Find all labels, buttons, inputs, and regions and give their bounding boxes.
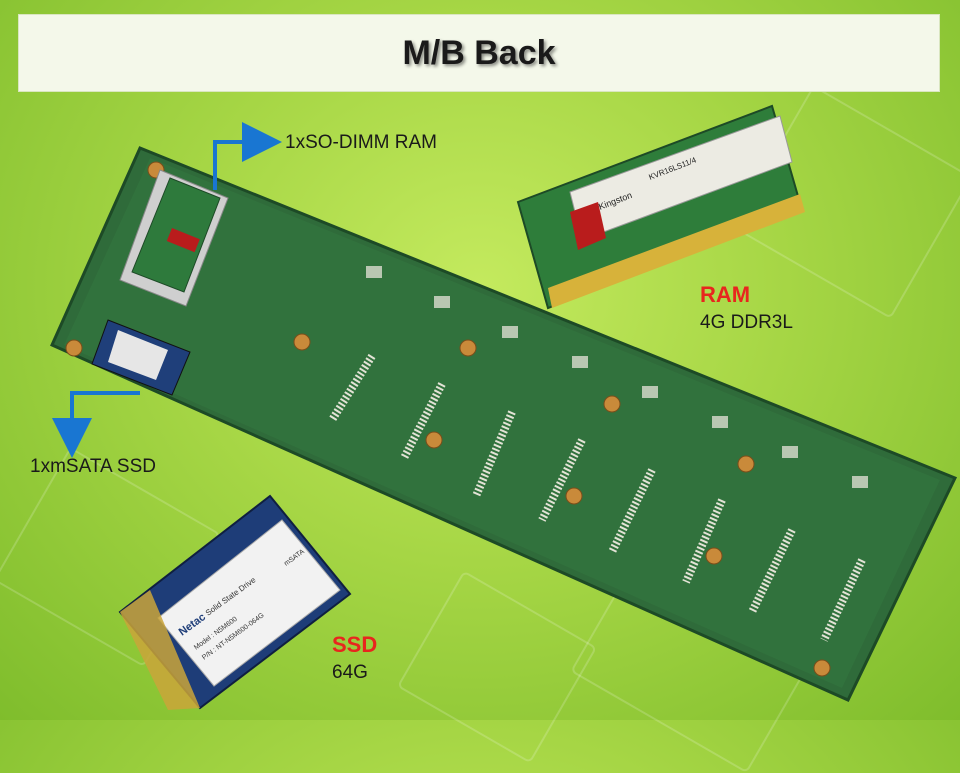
- onboard-msata: [91, 319, 191, 396]
- mounting-hole: [425, 431, 443, 449]
- pad-cluster: [572, 356, 588, 368]
- pin-connectors: [328, 353, 866, 642]
- ssd-label: SSD: [332, 632, 378, 657]
- mounting-holes: [65, 161, 831, 677]
- pad-cluster: [852, 476, 868, 488]
- ssd-module: Netac Solid State Drive Model : N5M600 P…: [118, 494, 352, 710]
- pin-connector: [538, 438, 586, 522]
- ram-spec: 4G DDR3L: [700, 312, 793, 333]
- pad-cluster: [782, 446, 798, 458]
- mounting-hole: [65, 339, 83, 357]
- motherboard: [50, 146, 958, 702]
- pad-cluster: [712, 416, 728, 428]
- msata-callout-label: 1xmSATA SSD: [30, 456, 156, 477]
- mounting-hole: [293, 333, 311, 351]
- mounting-hole: [603, 395, 621, 413]
- pin-connector: [820, 558, 866, 642]
- slide-title: M/B Back: [402, 33, 556, 72]
- ram-module: Kingston KVR16LS11/4: [516, 104, 805, 310]
- sodimm-callout-arrow: [213, 122, 282, 190]
- pin-connector: [328, 353, 376, 423]
- pin-connector: [472, 410, 516, 498]
- pad-clusters: [366, 266, 868, 488]
- pin-connector: [400, 382, 446, 460]
- mounting-hole: [459, 339, 477, 357]
- mounting-hole: [565, 487, 583, 505]
- pin-connector: [748, 528, 796, 614]
- ram-label: RAM: [700, 282, 751, 307]
- mounting-hole: [813, 659, 831, 677]
- pin-connector: [682, 498, 726, 584]
- msata-callout-arrow: [52, 391, 140, 458]
- mounting-hole: [737, 455, 755, 473]
- sodimm-callout-label: 1xSO-DIMM RAM: [285, 132, 437, 153]
- onboard-sodimm: [119, 169, 229, 307]
- pad-cluster: [642, 386, 658, 398]
- title-bar: M/B Back: [18, 14, 940, 92]
- mounting-hole: [705, 547, 723, 565]
- hardware-photo-illustration: Kingston KVR16LS11/4 Netac Solid State D…: [50, 104, 958, 710]
- ssd-spec: 64G: [332, 662, 368, 683]
- pad-cluster: [366, 266, 382, 278]
- pad-cluster: [502, 326, 518, 338]
- pin-connector: [608, 468, 656, 554]
- pad-cluster: [434, 296, 450, 308]
